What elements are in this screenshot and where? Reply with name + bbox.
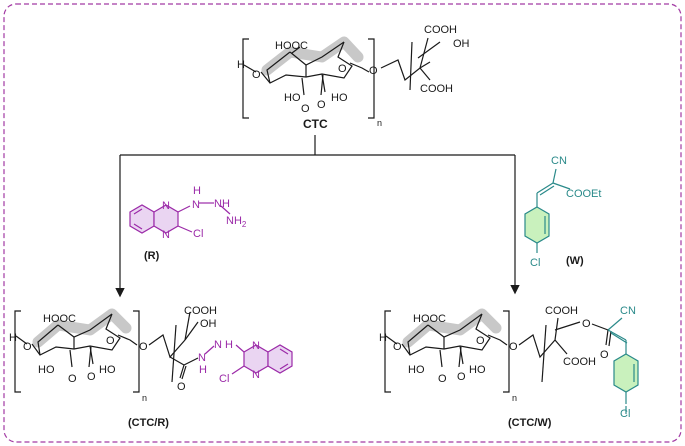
ctc-citrate-cooh-top: COOH bbox=[424, 24, 457, 36]
reagent-w-structure: CN COOEt Cl (W) bbox=[524, 155, 601, 269]
ctc-w-ho-1: HO bbox=[408, 364, 425, 376]
reagent-r-nh: N bbox=[192, 199, 200, 211]
reagent-r-nh2-label: NH bbox=[226, 215, 242, 227]
ctc-r-o-2: O bbox=[87, 371, 96, 383]
ctc-o-ring: O bbox=[338, 63, 347, 75]
ctc-o-link2: O bbox=[369, 65, 378, 77]
ctc-ho-1: HO bbox=[284, 92, 301, 104]
ctc-w-cooh-ring: HOOC bbox=[413, 313, 446, 325]
ctc-r-n1: N bbox=[252, 340, 260, 352]
reagent-w-cn: CN bbox=[551, 155, 567, 167]
reagent-r-nh2-mid: NH2 bbox=[226, 215, 247, 229]
ctc-w-cooh-bottom: COOH bbox=[563, 356, 596, 368]
ctc-structure: H O HOOC O O HO O HO O n COOH OH COOH CT… bbox=[237, 24, 470, 131]
ctc-r-ho-2: HO bbox=[99, 364, 116, 376]
ctc-right-bracket bbox=[368, 38, 375, 119]
ctc-r-cooh-ring: HOOC bbox=[43, 313, 76, 325]
ctc-r-o-ring: O bbox=[106, 335, 115, 347]
ctc-w-left-bracket bbox=[384, 310, 391, 393]
ctc-r-o-link2: O bbox=[139, 341, 148, 353]
ctc-n-subscript: n bbox=[377, 118, 382, 128]
ctc-r-right-bracket bbox=[133, 310, 140, 393]
ctc-w-label: (CTC/W) bbox=[508, 417, 552, 429]
reagent-w-cl: Cl bbox=[530, 257, 540, 269]
ctc-r-left-bracket bbox=[14, 310, 21, 393]
reagent-r-nh2: NH bbox=[214, 198, 230, 210]
ctc-r-n2: N bbox=[252, 369, 260, 381]
ctc-r-n-subscript: n bbox=[142, 393, 147, 403]
ctc-o-link1: O bbox=[252, 69, 261, 81]
ctc-ho-2: HO bbox=[331, 92, 348, 104]
ctc-label: CTC bbox=[303, 117, 328, 131]
reagent-w-label: (W) bbox=[566, 255, 584, 267]
ctc-left-bracket bbox=[242, 38, 249, 119]
ctc-r-ho-1: HO bbox=[38, 364, 55, 376]
product-ctc-w-structure: H O HOOC O O HO O HO O n COOH COOH O O C… bbox=[379, 305, 639, 429]
ctc-r-h-end: H bbox=[9, 332, 17, 344]
ctc-w-carbonyl-o: O bbox=[600, 349, 609, 361]
reagent-r-nh2-subscript: 2 bbox=[242, 220, 247, 229]
ctc-w-right-bracket bbox=[503, 310, 510, 393]
ctc-cooh-ring: HOOC bbox=[275, 40, 308, 52]
ctc-w-cooh-top: COOH bbox=[545, 305, 578, 317]
ctc-r-benzo-ring bbox=[267, 344, 293, 374]
ctc-o-1: O bbox=[301, 103, 310, 115]
reagent-r-cl: Cl bbox=[193, 228, 203, 240]
ctc-w-n-subscript: n bbox=[512, 393, 517, 403]
ctc-r-hn: N bbox=[198, 352, 206, 364]
ctc-r-nh-h: H bbox=[225, 339, 233, 351]
ctc-w-o-link2: O bbox=[509, 341, 518, 353]
reagent-w-cooet: COOEt bbox=[566, 188, 601, 200]
ctc-w-ho-2: HO bbox=[469, 364, 486, 376]
ctc-r-label: (CTC/R) bbox=[128, 417, 169, 429]
ctc-w-o-ring: O bbox=[476, 335, 485, 347]
reagent-r-n1: N bbox=[162, 200, 170, 212]
reagent-r-n2: N bbox=[162, 229, 170, 241]
ctc-r-oh: OH bbox=[200, 318, 217, 330]
reaction-arrows bbox=[115, 135, 520, 298]
reagent-r-label: (R) bbox=[144, 250, 160, 262]
ctc-bonds bbox=[243, 37, 441, 96]
ctc-citrate-cooh-bottom: COOH bbox=[420, 83, 453, 95]
ctc-o-2: O bbox=[317, 99, 326, 111]
ctc-w-ester-o: O bbox=[582, 318, 591, 330]
product-ctc-r-structure: H O HOOC O O HO O HO O n COOH OH O N H N… bbox=[9, 305, 293, 429]
ctc-r-nh: N bbox=[214, 339, 222, 351]
ctc-w-o-2: O bbox=[457, 371, 466, 383]
ctc-w-cl: Cl bbox=[620, 408, 630, 420]
reagent-r-nh-h: H bbox=[193, 185, 201, 197]
ctc-r-cooh: COOH bbox=[184, 305, 217, 317]
ctc-w-h-end: H bbox=[379, 332, 387, 344]
ctc-h-end: H bbox=[237, 59, 245, 71]
ctc-citrate-oh: OH bbox=[453, 38, 470, 50]
ctc-r-o-1: O bbox=[68, 373, 77, 385]
reagent-r-structure: N N N H NH NH2 Cl (R) bbox=[129, 185, 247, 262]
ctc-w-o-link1: O bbox=[393, 341, 402, 353]
ctc-r-carbonyl-o: O bbox=[177, 381, 186, 393]
ctc-r-hn-h: H bbox=[199, 364, 207, 376]
ctc-w-o-1: O bbox=[438, 373, 447, 385]
ctc-r-o-link1: O bbox=[23, 341, 32, 353]
ctc-w-cn: CN bbox=[620, 305, 636, 317]
reagent-r-nh2-text: NH bbox=[214, 198, 230, 210]
ctc-r-cl: Cl bbox=[219, 373, 229, 385]
